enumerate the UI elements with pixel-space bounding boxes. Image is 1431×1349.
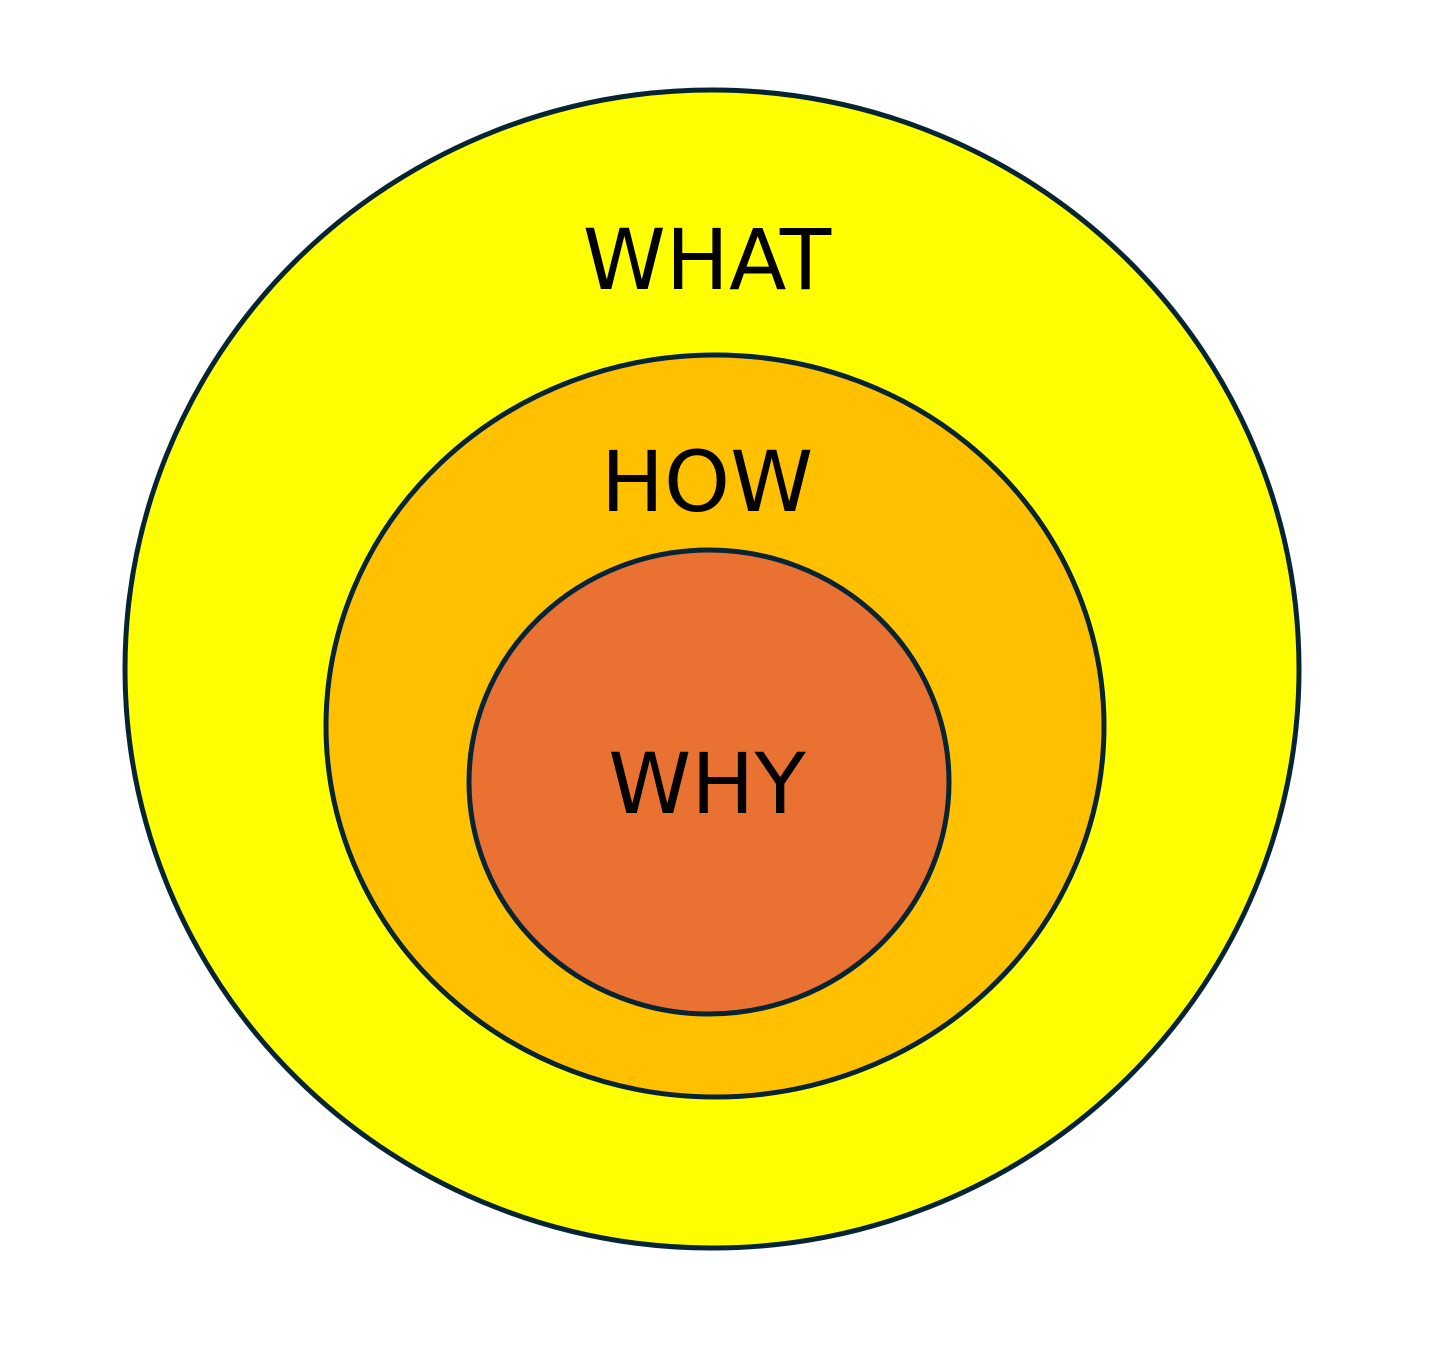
label-why: WHY [608,735,806,833]
label-how: HOW [601,433,813,531]
label-what: WHAT [583,211,832,309]
inner-ring-why [466,547,952,1017]
